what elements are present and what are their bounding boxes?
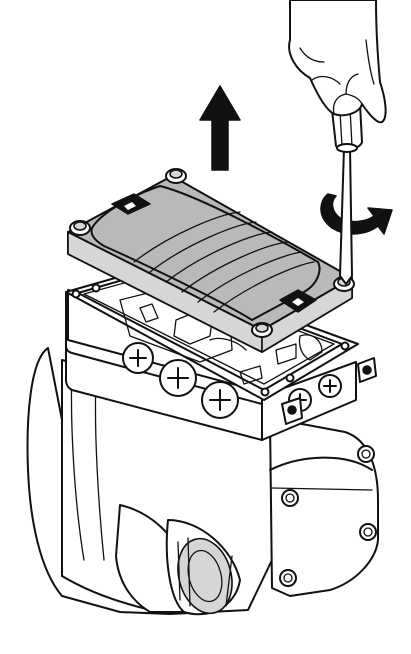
- terminal-cover: [67, 168, 355, 353]
- terminal-compartment: [65, 267, 377, 441]
- cover-latch: [357, 357, 377, 383]
- cover-screw: [251, 322, 273, 338]
- actuator-housing: [26, 347, 379, 616]
- hazard-warning-icon: [279, 289, 317, 313]
- cable-entry-plug: [122, 342, 154, 374]
- cover-latch: [281, 397, 303, 425]
- gasket-holes: [71, 283, 350, 397]
- cable-entry-plug: [201, 381, 239, 419]
- arrow-up-icon: [199, 85, 241, 171]
- housing-bolt: [281, 489, 299, 507]
- hand-icon: [288, 0, 387, 124]
- rotate-arrow-icon: [320, 193, 393, 235]
- cover-screw: [165, 168, 187, 184]
- housing-bolt: [279, 569, 297, 587]
- screwdriver-icon: [331, 100, 363, 285]
- housing-bolt: [359, 523, 377, 541]
- housing-bolt: [357, 445, 375, 463]
- cable-entry-plug: [318, 374, 342, 398]
- cover-screw: [69, 220, 91, 236]
- hazard-warning-icon: [111, 193, 151, 215]
- cable-entry-plug: [159, 359, 197, 397]
